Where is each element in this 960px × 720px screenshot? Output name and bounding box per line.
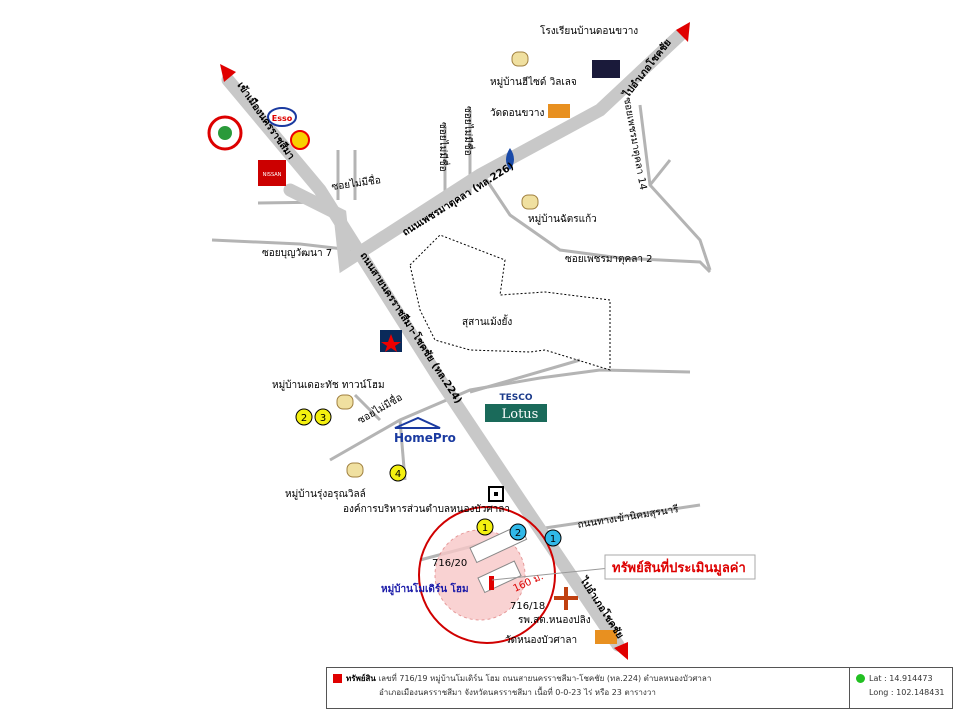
marker-2-yellow: 2 [301, 413, 307, 424]
homepro-roof-icon [394, 416, 441, 429]
homepro-text: HomePro [394, 431, 456, 445]
village-icons [336, 51, 539, 478]
subject-callout-box [604, 554, 756, 580]
village-chatkaeo-label: หมู่บ้านฉัตรแก้ว [528, 213, 597, 225]
nissan-text: NISSAN [263, 172, 282, 178]
nissan-logo [258, 160, 286, 186]
cemetery-boundary [409, 234, 611, 371]
subject-plot-marker [489, 576, 494, 590]
temple-icon-nong-bua [595, 630, 617, 644]
caltex-star-icon [381, 334, 401, 352]
marker-3-yellow: 3 [320, 413, 326, 424]
highway-226 [283, 28, 687, 274]
village-dutch-label: หมู่บ้านเดอะทัช ทาวน์โฮม [272, 378, 385, 391]
legend-description: ทรัพย์สิน เลขที่ 716/19 หมู่บ้านโมเดิร์น… [327, 668, 850, 708]
marker-1-blue: 1 [550, 534, 556, 545]
to-chok-chai-top-label: ไปอำเภอโชคชัย [620, 36, 674, 100]
ring-road-label: ถนนทางเข้านิคมสุรนารี [577, 503, 680, 531]
legend-line-1: เลขที่ 716/19 หมู่บ้านโมเดิร์น โฮม ถนนสา… [378, 674, 712, 683]
shell-logo-icon [290, 130, 310, 150]
hospital-label: รพ.สต.หนองปลิง [518, 615, 591, 626]
lotus-logo [485, 404, 547, 422]
esso-logo [267, 107, 297, 127]
direction-arrows [220, 22, 690, 660]
marker-1-yellow: 1 [482, 523, 488, 534]
lot-716-18-label: 716/18 [510, 601, 545, 612]
wat-don-khwang-label: วัดดอนขวาง [490, 108, 545, 119]
subject-square-icon [333, 674, 342, 683]
esso-text: Esso [272, 114, 293, 123]
callout-line [491, 567, 611, 581]
marker-group: 1 2 1 2 3 4 [295, 408, 562, 547]
soi-nameless-3-label: ซอยไม่มีชื่อ [462, 106, 476, 156]
temple-icon-don-khwang [548, 104, 570, 118]
legend-line-2: อำเภอเมืองนครราชสีมา จังหวัดนครราชสีมา เ… [379, 688, 656, 697]
minor-roads [211, 104, 712, 562]
soi-phet-2-label: ซอยเพชรมาตุคลา 2 [565, 254, 653, 265]
hospital-cross-icon [554, 587, 578, 610]
soi-boonyawat-label: ซอยบุญวัฒนา 7 [262, 248, 332, 259]
sao-label: องค์การบริหารส่วนตำบลหนองบัวศาลา [343, 503, 510, 515]
cemetery-label: สุสานเม้งยั้ง [462, 314, 512, 328]
subject-label: ทรัพย์สินที่ประเมินมูลค่า [612, 558, 746, 576]
marker-4-yellow: 4 [395, 469, 401, 480]
village-hiside-label: หมู่บ้านฮีไซด์ วิลเลจ [490, 76, 577, 88]
kbank-leaf-icon [218, 126, 232, 140]
tesco-text: TESCO [499, 393, 532, 403]
legend-box: ทรัพย์สิน เลขที่ 716/19 หมู่บ้านโมเดิร์น… [326, 667, 953, 709]
highway-224 [221, 73, 625, 652]
legend-title: ทรัพย์สิน [346, 674, 376, 683]
wat-nong-bua-label: วัดหนองบัวศาลา [505, 635, 577, 646]
lot-716-20-label: 716/20 [432, 558, 467, 569]
location-dot-icon [856, 674, 865, 683]
longitude: Long : 102.148431 [869, 688, 945, 697]
soi-nameless-2-label: ซอยไม่มีชื่อ [437, 122, 451, 172]
school-label: โรงเรียนบ้านดอนขวาง [540, 24, 638, 37]
lotus-text: Lotus [502, 407, 539, 422]
ptt-logo-icon [506, 148, 514, 170]
school-building-icon [592, 60, 620, 78]
legend-coordinates: Lat : 14.914473 Long : 102.148431 [850, 668, 952, 708]
marker-2-blue: 2 [515, 528, 521, 539]
village-rung-label: หมู่บ้านรุ่งอรุณวิลล์ [285, 488, 366, 500]
village-modern-label: หมู่บ้านโมเดิร์น โฮม [381, 582, 469, 596]
subject-circle [418, 506, 556, 644]
latitude: Lat : 14.914473 [869, 674, 933, 683]
